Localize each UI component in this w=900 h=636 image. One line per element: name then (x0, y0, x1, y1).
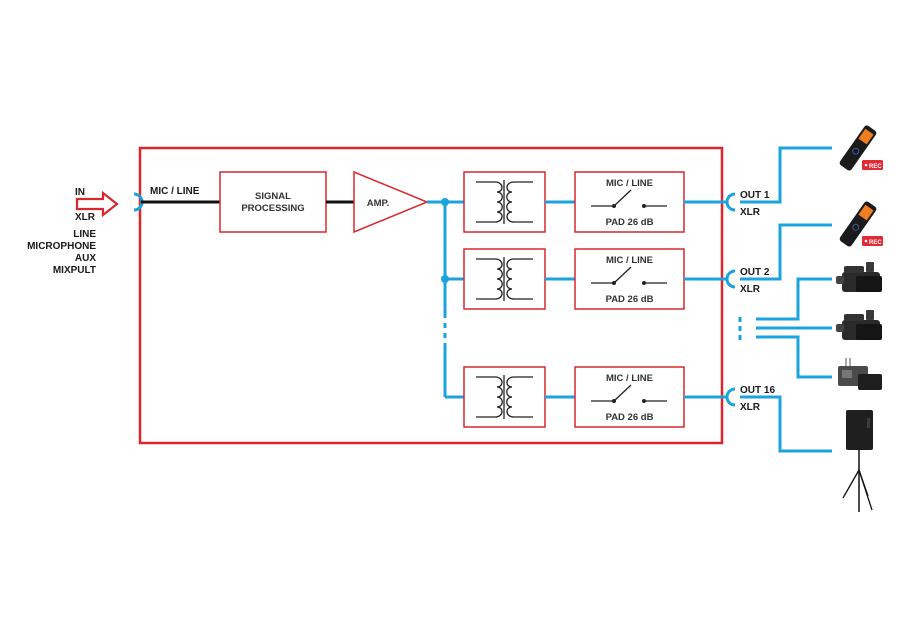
camera-cable (756, 335, 832, 379)
output-connector-label: XLR (740, 207, 761, 218)
signal-processing-label: PROCESSING (241, 203, 304, 214)
input-source: MICROPHONE (27, 241, 96, 252)
camcorder-icon (836, 262, 882, 292)
audio-recorder-icon (839, 125, 877, 171)
svg-text:REC: REC (869, 164, 882, 170)
output-connector-label: XLR (740, 284, 761, 295)
signal-processing-label: SIGNAL (255, 191, 291, 202)
input-line-label: MIC / LINE (150, 186, 200, 197)
pad-level-label: PAD 26 dB (606, 412, 654, 423)
output-channel: MIC / LINE PAD 26 dB OUT 1 XLR (463, 171, 770, 233)
out16-cable (740, 395, 832, 453)
amplifier-label: AMP. (367, 198, 390, 209)
svg-text:REC: REC (869, 240, 882, 246)
output-channel: MIC / LINE PAD 26 dB OUT 16 XLR (445, 366, 775, 428)
pad-switch-icon (591, 189, 667, 208)
transformer-icon (476, 375, 533, 419)
output-xlr-socket-icon (725, 387, 736, 407)
rec-badge: REC (862, 236, 883, 246)
input-arrow-icon (75, 190, 119, 218)
pa-speaker-icon (842, 410, 873, 512)
output-channel: MIC / LINE PAD 26 dB OUT 2 XLR (445, 248, 770, 310)
transformer-icon (476, 257, 533, 301)
pad-switch-icon (591, 266, 667, 285)
input-sources-list: LINE MICROPHONE AUX MIXPULT (27, 229, 96, 276)
pad-level-label: PAD 26 dB (606, 294, 654, 305)
pad-level-label: PAD 26 dB (606, 217, 654, 228)
camcorder-icon (836, 310, 882, 340)
pad-switch-mode-label: MIC / LINE (606, 373, 653, 384)
input-connector-label: XLR (75, 212, 96, 223)
input-source: AUX (75, 253, 96, 264)
transformer-icon (476, 180, 533, 224)
input-source: MIXPULT (53, 265, 96, 276)
out1-cable (740, 146, 832, 204)
rec-badge: REC (862, 160, 883, 170)
pad-switch-icon (591, 384, 667, 403)
input-in-label: IN (75, 187, 85, 198)
output-connector-label: XLR (740, 402, 761, 413)
input-xlr-socket-icon (133, 192, 144, 212)
output-label: OUT 1 (740, 190, 770, 201)
bus-junction-dot (441, 198, 449, 206)
pad-switch-block (574, 171, 685, 233)
device-frame (138, 146, 724, 445)
output-xlr-socket-icon (725, 192, 736, 212)
signal-processing-block (219, 171, 327, 233)
output-label: OUT 16 (740, 385, 775, 396)
amplifier-block (353, 170, 429, 234)
camera-cable (756, 277, 832, 321)
input-source: LINE (73, 229, 96, 240)
broadcast-camera-icon (838, 358, 882, 390)
output-xlr-socket-icon (725, 269, 736, 289)
pad-switch-mode-label: MIC / LINE (606, 178, 653, 189)
output-label: OUT 2 (740, 267, 770, 278)
out2-cable (740, 223, 832, 281)
audio-recorder-icon (839, 201, 877, 247)
pad-switch-mode-label: MIC / LINE (606, 255, 653, 266)
